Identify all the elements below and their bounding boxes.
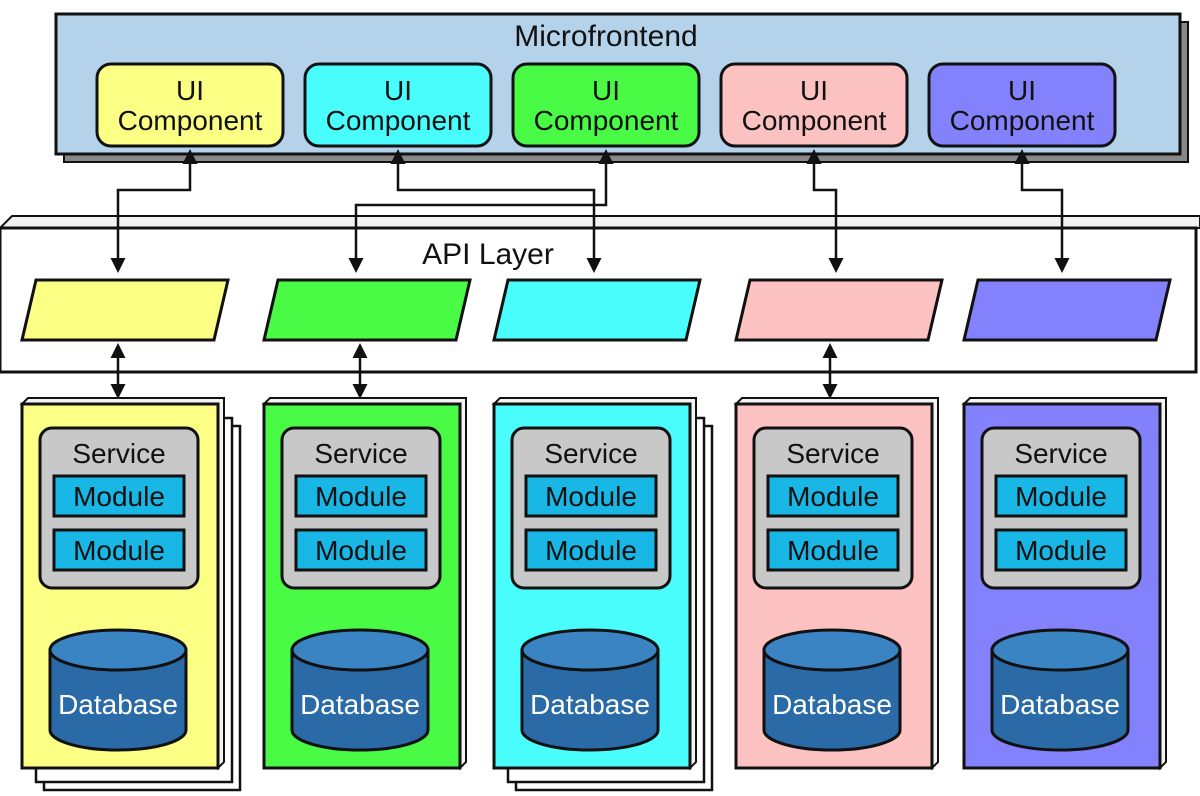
module-label: Module: [545, 481, 637, 512]
database-cylinder: [290, 648, 430, 752]
connector-arrow: [110, 149, 198, 273]
module-label: Module: [1015, 481, 1107, 512]
module-box: [994, 474, 1128, 518]
service-label: Service: [314, 438, 407, 469]
api-endpoints: [20, 278, 1172, 342]
ui-component-label-line2: Component: [742, 105, 887, 136]
module-label: Module: [73, 535, 165, 566]
database-label: Database: [58, 689, 178, 720]
ui-component-label-line1: UI: [384, 75, 412, 106]
module-box: [294, 474, 428, 518]
api-endpoint-1: [20, 278, 230, 342]
service-label: Service: [1014, 438, 1107, 469]
module-label: Module: [1015, 535, 1107, 566]
ui-component-box: [719, 62, 909, 148]
connector-arrow: [1014, 149, 1070, 273]
database-top: [762, 628, 902, 672]
ui-component-box: [303, 62, 493, 148]
database-top: [48, 628, 188, 672]
api-endpoint-3: [492, 278, 702, 342]
database-top: [520, 628, 660, 672]
database-top: [290, 628, 430, 672]
module-box: [524, 474, 658, 518]
ui-component-label-line2: Component: [950, 105, 1095, 136]
module-box: [766, 528, 900, 572]
module-box: [294, 528, 428, 572]
module-label: Module: [545, 535, 637, 566]
api-endpoint-5: [962, 278, 1172, 342]
database-cylinder: [990, 648, 1130, 752]
database-label: Database: [772, 689, 892, 720]
ui-component-label-line2: Component: [326, 105, 471, 136]
ui-component-box: [511, 62, 701, 148]
module-label: Module: [73, 481, 165, 512]
database-cylinder: [520, 648, 660, 752]
module-box: [52, 474, 186, 518]
module-label: Module: [787, 481, 879, 512]
api-layer-bevel: [0, 215, 1200, 229]
ui-component-label-line2: Component: [534, 105, 679, 136]
service-label: Service: [72, 438, 165, 469]
service-label: Service: [786, 438, 879, 469]
database-label: Database: [1000, 689, 1120, 720]
database-cylinder: [762, 648, 902, 752]
ui-component-box: [95, 62, 285, 148]
database-label: Database: [300, 689, 420, 720]
services: ServiceModuleModuleDatabaseServiceModule…: [19, 397, 1167, 792]
ui-component-label-line2: Component: [118, 105, 263, 136]
module-label: Module: [315, 481, 407, 512]
database-cylinder: [48, 648, 188, 752]
ui-components: UIComponentUIComponentUIComponentUICompo…: [95, 62, 1117, 148]
database-label: Database: [530, 689, 650, 720]
ui-component-label-line1: UI: [800, 75, 828, 106]
api-endpoint-4: [734, 278, 944, 342]
module-box: [524, 528, 658, 572]
ui-component-label-line1: UI: [176, 75, 204, 106]
api-layer-title: API Layer: [422, 238, 554, 271]
ui-component-label-line1: UI: [1008, 75, 1036, 106]
connector-arrow: [348, 149, 614, 273]
api-endpoint-2: [262, 278, 472, 342]
microfrontend-title: Microfrontend: [514, 20, 697, 53]
database-top: [990, 628, 1130, 672]
module-box: [994, 528, 1128, 572]
service-label: Service: [544, 438, 637, 469]
module-box: [52, 528, 186, 572]
ui-component-box: [927, 62, 1117, 148]
module-label: Module: [787, 535, 879, 566]
ui-component-label-line1: UI: [592, 75, 620, 106]
module-box: [766, 474, 900, 518]
connector-arrow: [806, 149, 844, 273]
module-label: Module: [315, 535, 407, 566]
